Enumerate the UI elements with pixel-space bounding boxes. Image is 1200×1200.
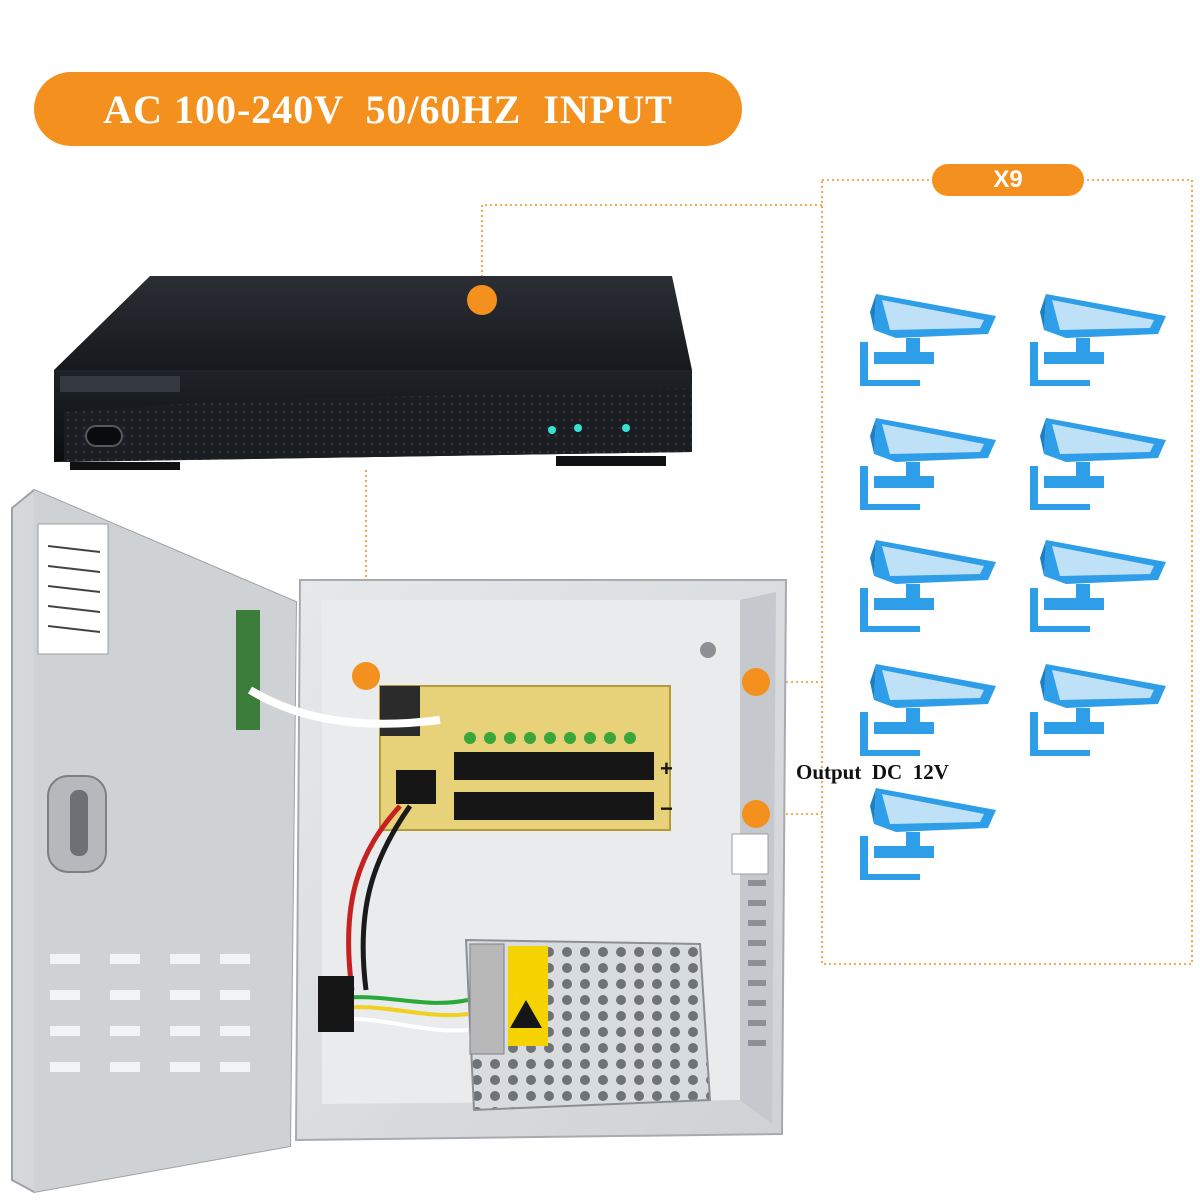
- ac-input-label: AC 100-240V 50/60HZ INPUT: [103, 86, 673, 132]
- camera-count-label: X9: [993, 166, 1023, 193]
- connection-dots: [352, 285, 770, 828]
- ac-input-banner: AC 100-240V 50/60HZ INPUT: [34, 72, 742, 146]
- output-voltage-label: Output DC 12V: [796, 760, 949, 784]
- power-supply-cabinet-icon: + −: [11, 488, 788, 1194]
- cctv-camera-icon: [1030, 418, 1166, 510]
- cctv-camera-icon: [860, 664, 996, 756]
- cctv-camera-icon: [860, 540, 996, 632]
- cctv-camera-icon: [1030, 664, 1166, 756]
- cctv-camera-icon: [860, 418, 996, 510]
- cctv-camera-icon: [1030, 294, 1166, 386]
- cctv-camera-icon: [860, 788, 996, 880]
- dvr-recorder-icon: [54, 276, 692, 470]
- cctv-camera-icon: [860, 294, 996, 386]
- svg-text:−: −: [660, 796, 673, 821]
- cctv-camera-icon: [1030, 540, 1166, 632]
- camera-grid: [860, 294, 1166, 880]
- svg-text:+: +: [660, 756, 673, 781]
- camera-count-badge: X9: [932, 164, 1084, 196]
